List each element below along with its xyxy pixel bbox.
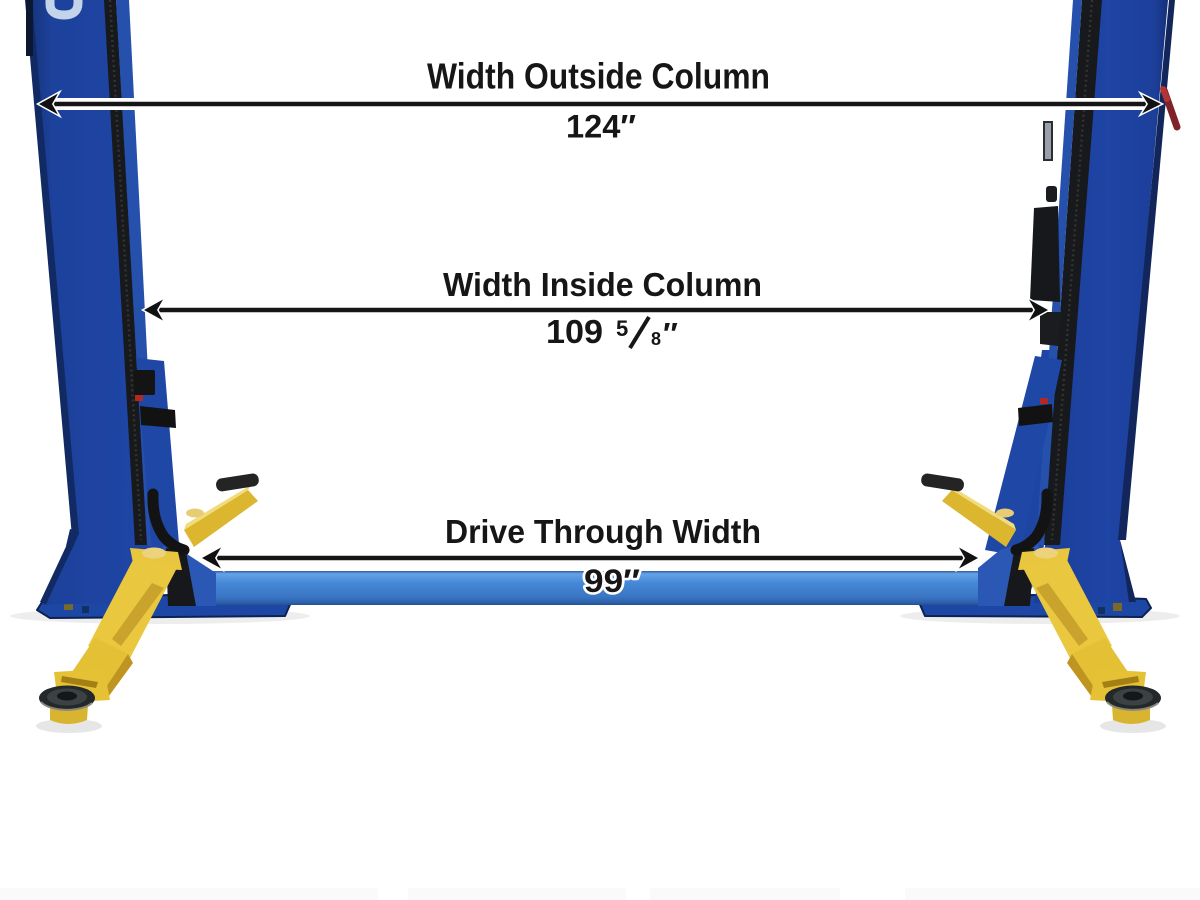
svg-text:99″: 99″ bbox=[584, 563, 640, 599]
svg-text:Drive Through Width: Drive Through Width bbox=[445, 513, 761, 550]
svg-text:Width Inside Column: Width Inside Column bbox=[443, 266, 762, 303]
svg-text:Width Outside Column: Width Outside Column bbox=[427, 56, 770, 97]
svg-text:8: 8 bbox=[651, 329, 661, 349]
svg-text:″: ″ bbox=[663, 316, 678, 351]
svg-text:5: 5 bbox=[616, 316, 628, 341]
svg-text:124″: 124″ bbox=[566, 109, 636, 145]
svg-text:109: 109 bbox=[546, 313, 603, 350]
